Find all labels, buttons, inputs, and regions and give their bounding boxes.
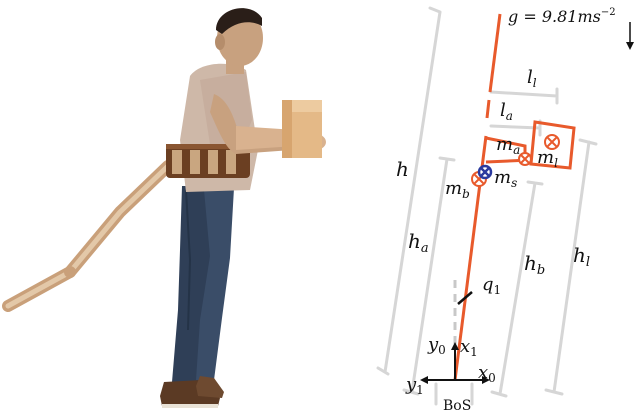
tail-exoskeleton (2, 160, 174, 312)
gravity-label: g = 9.81ms−2 (508, 7, 616, 26)
dim-h-b (490, 180, 544, 398)
coordinate-frame (420, 342, 490, 384)
gravity-arrow-icon (626, 22, 634, 50)
label-m-s: ms (494, 167, 517, 190)
label-h-a: ha (408, 229, 429, 256)
schematic-model: g = 9.81ms−2 ll la ma ml ms mb h ha hb h… (376, 6, 634, 414)
com-m-s-icon (477, 164, 493, 180)
dimension-lines (376, 6, 598, 406)
person-illustration (2, 8, 326, 408)
dim-l-l (489, 87, 559, 105)
joint-q1-pointer (457, 291, 473, 305)
link-mid (485, 99, 491, 119)
person-head (215, 8, 263, 74)
link-upper (488, 13, 502, 93)
dim-h (376, 6, 442, 376)
model-links (453, 13, 576, 381)
label-m-b: mb (445, 178, 470, 201)
label-bos: BoS (443, 398, 471, 414)
label-q1: q1 (482, 274, 501, 297)
dim-bos (434, 382, 474, 406)
label-m-l: ml (537, 147, 558, 170)
label-h-b: hb (524, 251, 545, 278)
person-shoes (160, 376, 224, 408)
belt-harness (166, 144, 250, 178)
com-markers (471, 134, 560, 187)
label-y1: y1 (405, 374, 424, 397)
dim-h-a (402, 156, 456, 396)
com-m-a-icon (518, 152, 532, 166)
label-x1: x1 (460, 336, 478, 359)
label-h-l: hl (573, 243, 590, 270)
person-legs (172, 186, 234, 384)
label-l-a: la (500, 100, 513, 123)
label-h: h (396, 157, 409, 181)
label-m-a: ma (496, 134, 520, 157)
held-box (282, 100, 322, 158)
label-y0: y0 (427, 334, 446, 357)
label-x0: x0 (478, 362, 496, 385)
label-l-l: ll (527, 67, 537, 90)
load-box (529, 120, 576, 170)
dim-h-l (544, 138, 598, 396)
com-m-l-icon (544, 134, 560, 150)
